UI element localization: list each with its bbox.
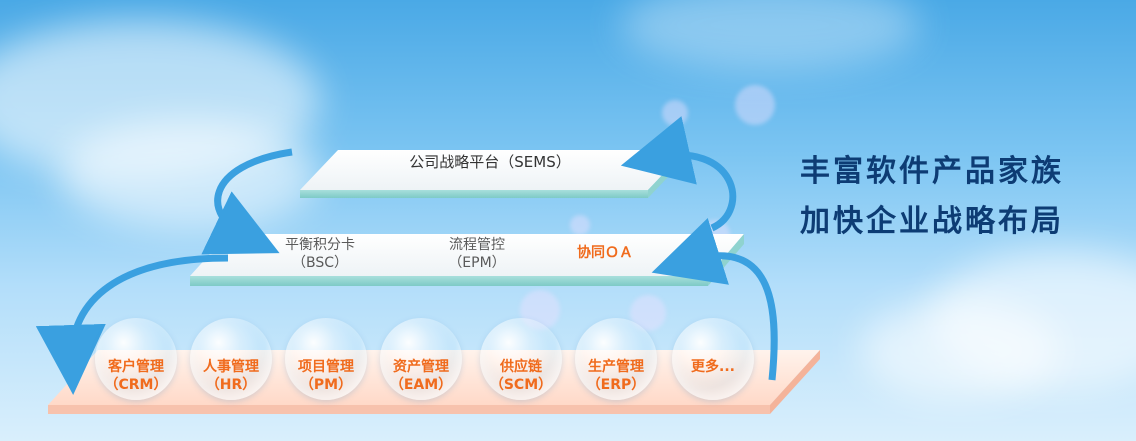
bottom-item-label: 资产管理 xyxy=(393,359,449,375)
bottom-item-sublabel: （EAM） xyxy=(389,377,453,393)
top-platform-label: 公司战略平台（SEMS） xyxy=(409,153,571,171)
bottom-item-label: 更多... xyxy=(691,359,735,375)
headline-line-1: 丰富软件产品家族 xyxy=(800,154,1064,189)
bottom-item-label: 供应链 xyxy=(500,359,542,375)
bottom-item-sublabel: （HR） xyxy=(205,377,257,393)
top-platform-shape xyxy=(300,150,686,198)
bottom-item-sublabel: （ERP） xyxy=(586,377,646,393)
middle-platform-shape xyxy=(190,234,744,286)
middle-item-label: 平衡积分卡 xyxy=(285,237,355,253)
headline-line-2: 加快企业战略布局 xyxy=(800,204,1064,239)
arrow-bottom-to-middle xyxy=(651,218,778,381)
middle-item-sublabel: （EPM） xyxy=(448,255,506,271)
middle-item-sublabel: （BSC） xyxy=(291,255,349,271)
bottom-item-sublabel: （PM） xyxy=(299,377,353,393)
bottom-item-label: 客户管理 xyxy=(108,359,164,375)
arrow-top-to-middle xyxy=(201,148,293,255)
bottom-item-label: 人事管理 xyxy=(203,359,259,375)
bottom-item-label: 生产管理 xyxy=(588,359,644,375)
arrow-middle-to-bottom xyxy=(35,254,229,395)
middle-item-label: 协同ＯＡ xyxy=(577,245,633,261)
middle-item-label: 流程管控 xyxy=(449,237,505,253)
bottom-item-label: 项目管理 xyxy=(298,359,354,375)
bottom-item-sublabel: （SCM） xyxy=(489,377,553,393)
bottom-item-sublabel: （CRM） xyxy=(104,377,168,393)
